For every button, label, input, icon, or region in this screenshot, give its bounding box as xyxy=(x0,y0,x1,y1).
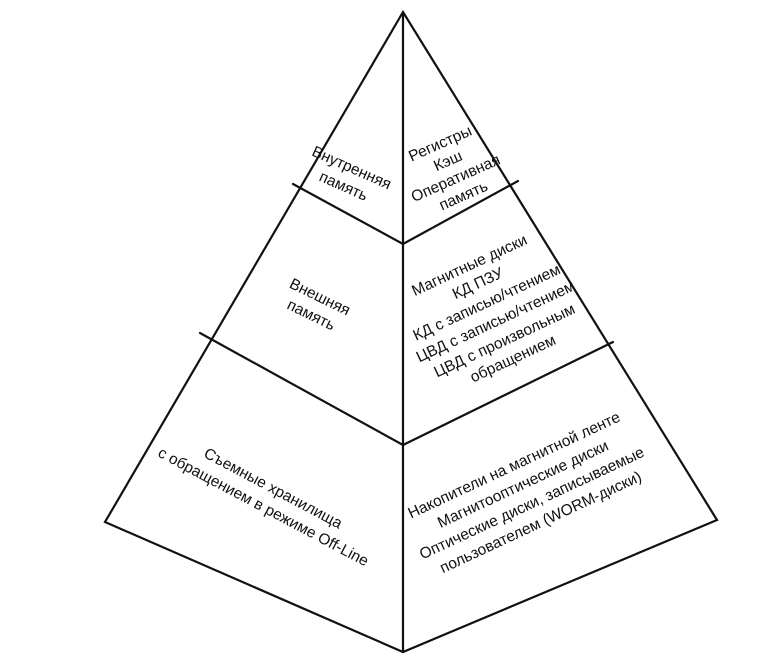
tier-external-memory-label: Внешняя память xyxy=(284,275,353,334)
tier-divider-middle xyxy=(198,331,615,447)
tier-internal-memory-label: Внутренняя память xyxy=(309,143,393,204)
tier-internal-memory-contents: Регистры Кэш Оперативная память xyxy=(406,123,503,215)
tier-removable-storage-label: Съемные хранилища с обращением в режиме … xyxy=(155,444,371,570)
tier-removable-storage-contents: Накопители на магнитной ленте Магнитоопт… xyxy=(405,409,647,577)
removable-storage-line-2: с обращением в режиме Off-Line xyxy=(155,444,371,570)
tier-external-memory-contents: Магнитные диски КД ПЗУ КД с записью/чтен… xyxy=(409,232,578,387)
tier-divider-top xyxy=(291,179,520,246)
